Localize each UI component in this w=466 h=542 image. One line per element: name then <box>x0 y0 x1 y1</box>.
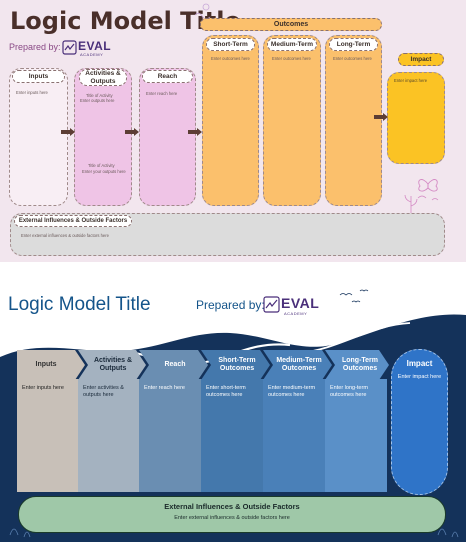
short-term-label: Short-Term Outcomes <box>218 356 256 372</box>
activities-label: Activities & Outputs <box>79 69 127 86</box>
activities-body-1: Enter outputs here <box>80 98 115 103</box>
reach-label: Reach <box>142 70 193 83</box>
reach-column: Enter reach here <box>139 379 201 492</box>
external-factors-box <box>18 496 446 533</box>
eval-academy-logo: EVAL ACADEMY <box>62 38 122 58</box>
external-factors-body: Enter external influences & outside fact… <box>174 515 290 521</box>
external-factors-body: Enter external influences & outside fact… <box>21 233 109 238</box>
short-term-label: Short-Term <box>206 38 255 51</box>
impact-label: Impact <box>398 53 444 66</box>
long-term-label: Long-Term <box>329 38 378 51</box>
long-term-label: Long-Term Outcomes <box>341 356 379 372</box>
plant-doodle-icon <box>404 194 418 215</box>
arrow-right-icon <box>188 128 202 136</box>
eval-academy-logo: EVAL ACADEMY <box>263 293 333 317</box>
prepared-by-label: Prepared by: <box>196 298 265 312</box>
logo-mark-icon <box>62 40 77 55</box>
inputs-column <box>9 68 68 206</box>
arrow-right-icon <box>61 128 75 136</box>
reach-column <box>139 68 196 206</box>
inputs-body: Enter inputs here <box>16 90 48 95</box>
medium-term-label: Medium-Term Outcomes <box>276 356 322 372</box>
external-factors-label: External Influences & Outside Factors <box>164 502 300 511</box>
short-term-column <box>202 35 259 206</box>
inputs-label: Inputs <box>35 360 57 368</box>
medium-term-label: Medium-Term <box>267 38 317 51</box>
activities-label: Activities & Outputs <box>93 356 133 372</box>
medium-term-column <box>263 35 321 206</box>
template-purple-orange: Logic Model Title Prepared by: EVAL ACAD… <box>0 0 466 262</box>
birds-icon <box>339 289 369 303</box>
short-term-column: Enter short-term outcomes here <box>201 379 263 492</box>
long-term-column <box>325 35 382 206</box>
reach-label: Reach <box>164 360 186 368</box>
logo-mark-icon <box>263 296 280 313</box>
long-term-column: Enter long-term outcomes here <box>325 379 387 492</box>
butterfly-doodle-icon <box>417 179 439 201</box>
impact-label: Impact <box>406 359 433 369</box>
impact-body: Enter impact here <box>397 374 442 380</box>
inputs-label: Inputs <box>12 70 65 83</box>
activities-body-2: Enter your outputs here <box>82 169 126 174</box>
prepared-by-label: Prepared by: <box>9 42 61 52</box>
medium-term-column: Enter medium-term outcomes here <box>263 379 325 492</box>
impact-body: Enter impact here <box>394 78 428 83</box>
activities-title-2: Title of Activity <box>88 163 115 168</box>
external-factors-label: External Influences & Outside Factors <box>14 215 132 227</box>
outcomes-header: Outcomes <box>200 18 382 31</box>
short-term-body: Enter outcomes here <box>211 56 250 61</box>
activities-title-1: Title of Activity <box>86 93 113 98</box>
impact-column <box>391 349 448 495</box>
activities-column: Enter activities & outputs here <box>78 379 139 492</box>
impact-column <box>387 72 445 164</box>
arrow-right-icon <box>374 113 388 121</box>
page-title: Logic Model Title <box>8 294 151 315</box>
long-term-body: Enter outcomes here <box>333 56 372 61</box>
medium-term-body: Enter outcomes here <box>272 56 311 61</box>
template-blue-wave: Logic Model Title Prepared by: EVAL ACAD… <box>0 283 466 542</box>
arrow-right-icon <box>125 128 139 136</box>
reach-body: Enter reach here <box>146 91 178 96</box>
activities-column <box>74 68 132 206</box>
chevron-row <box>17 350 389 380</box>
inputs-column: Enter inputs here <box>17 379 78 492</box>
